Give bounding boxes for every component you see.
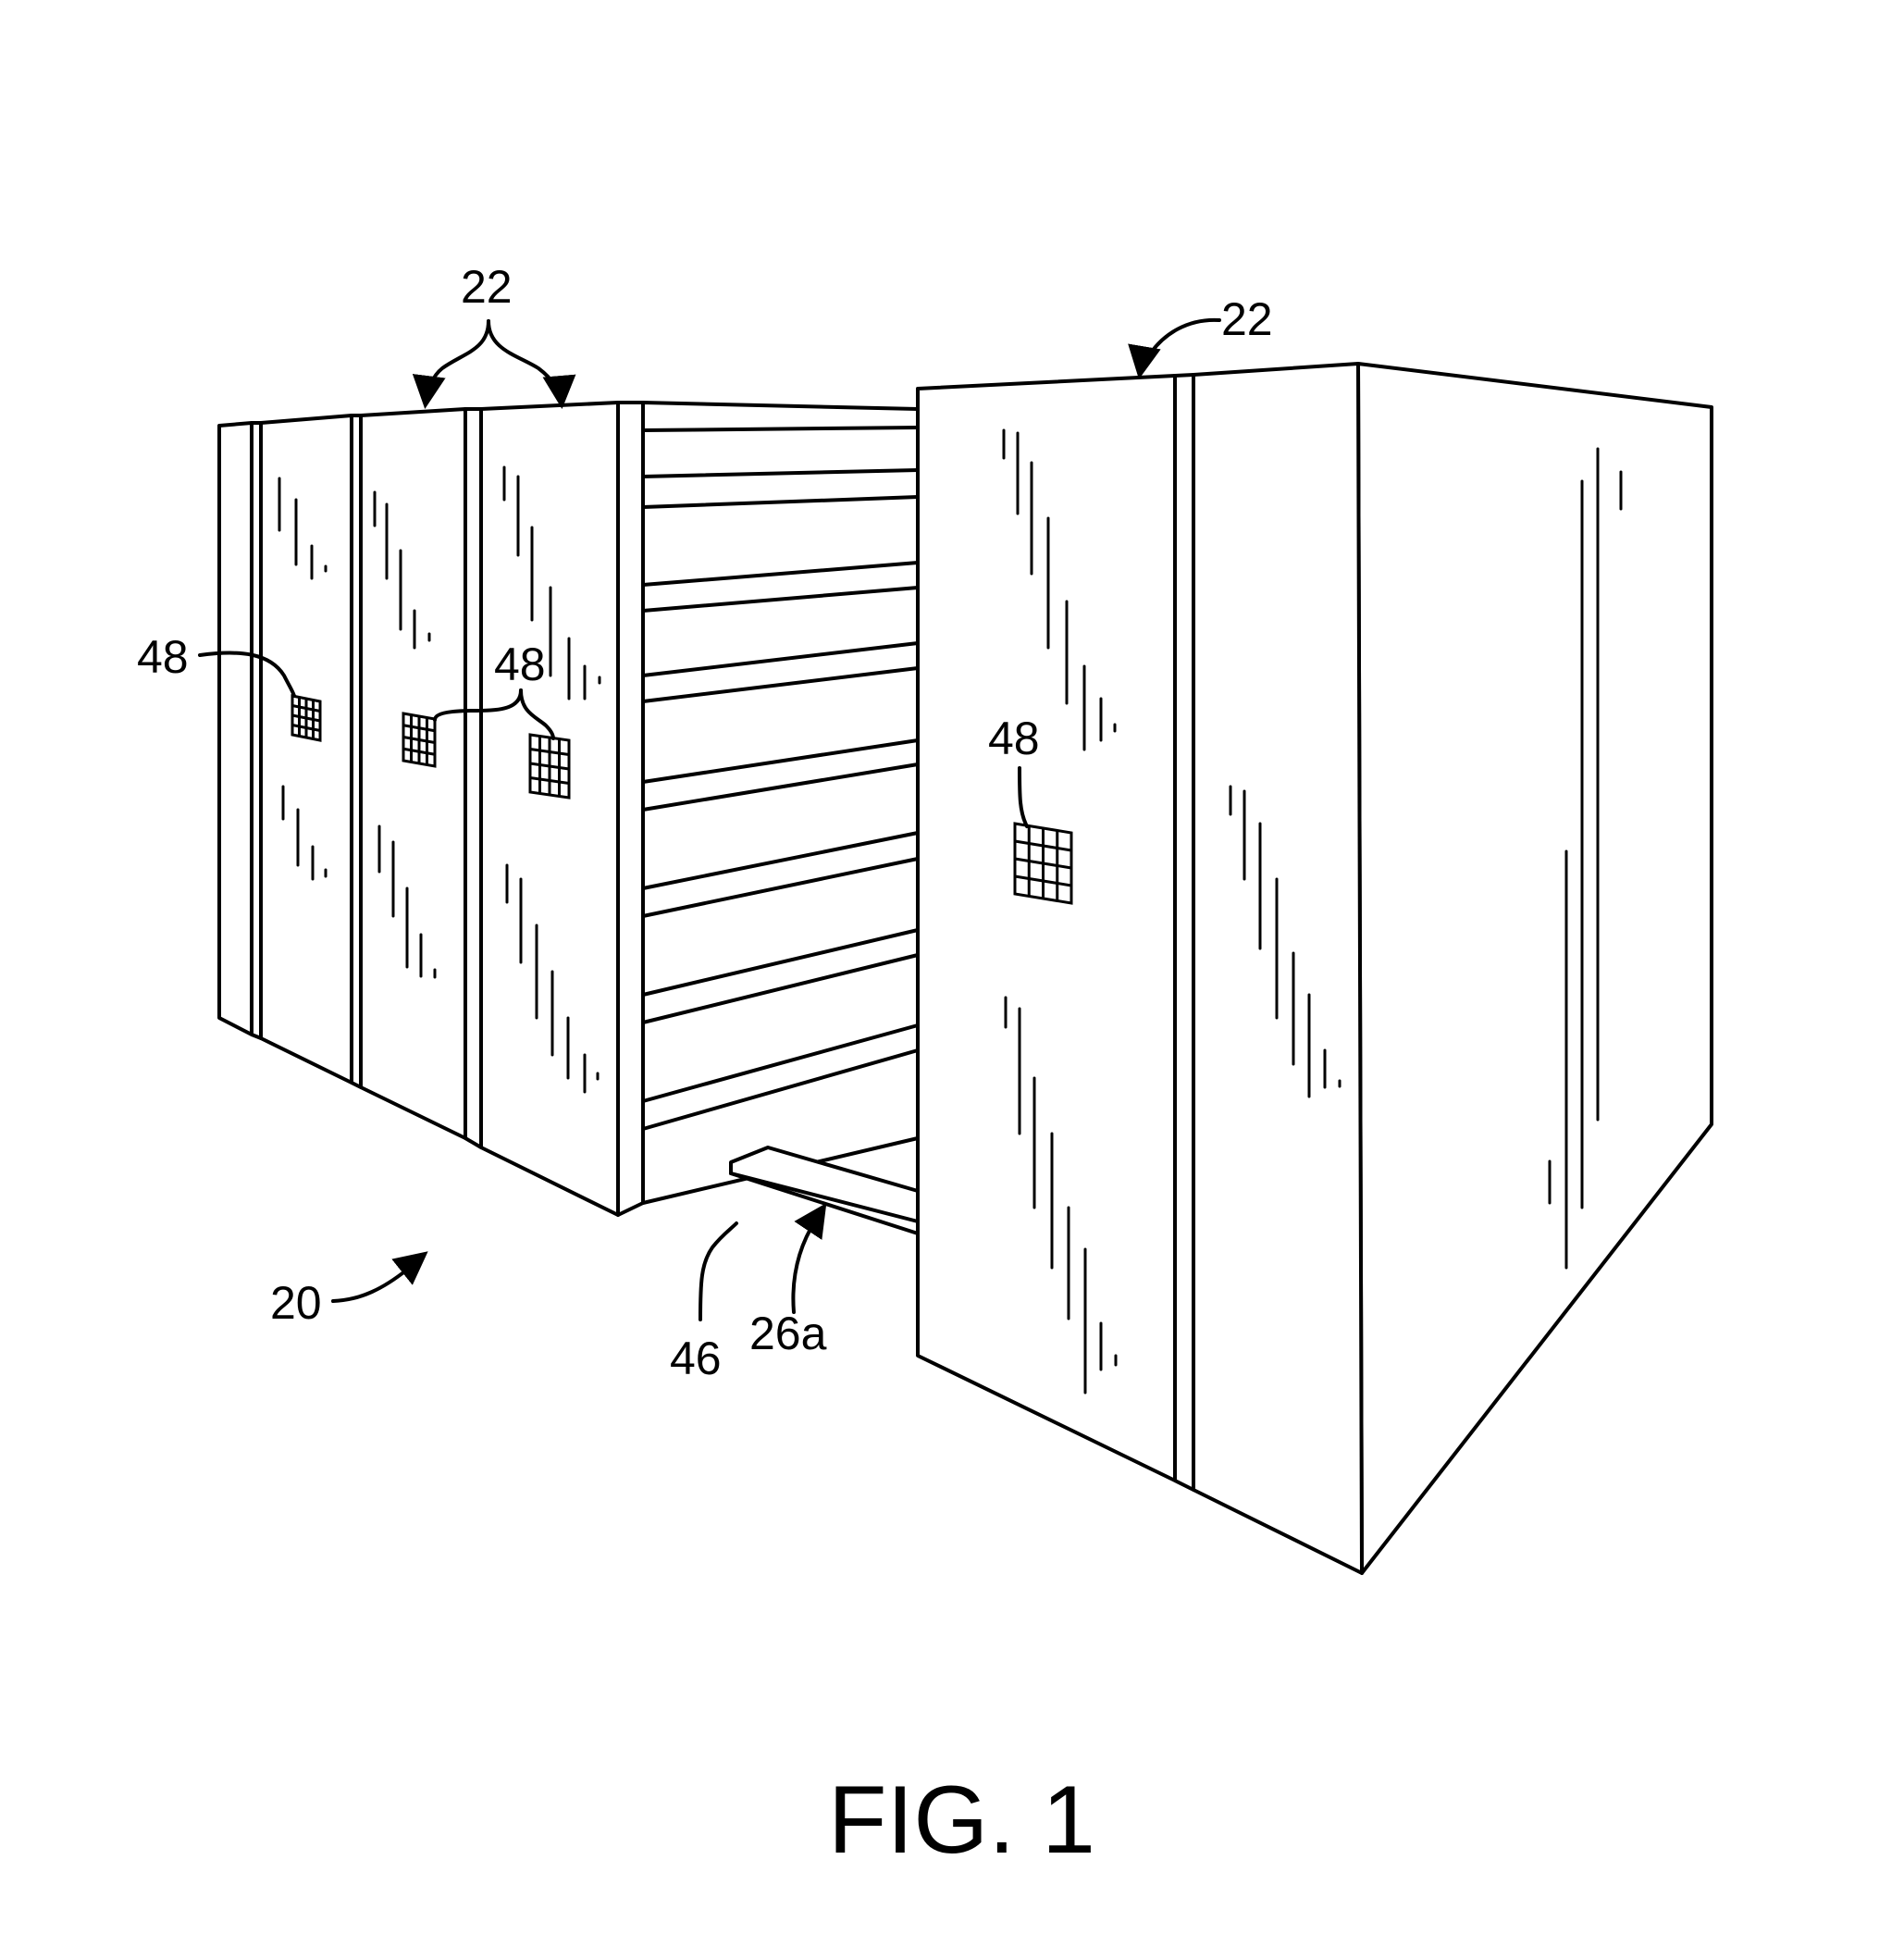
leader-22-left-a	[426, 321, 488, 403]
carriage-panel-2	[361, 409, 465, 1138]
shelving-unit	[643, 403, 918, 1203]
right-carriage-group	[918, 364, 1712, 1573]
carriage-panel-3	[481, 403, 618, 1215]
label-48-right: 48	[988, 713, 1040, 764]
label-46: 46	[670, 1333, 722, 1384]
label-26a: 26a	[749, 1308, 827, 1359]
label-22-left: 22	[461, 261, 513, 313]
carriage-edge-strip	[618, 403, 643, 1215]
carriage-panel-front	[918, 376, 1175, 1481]
separator-right	[1175, 375, 1193, 1490]
label-48-middle: 48	[494, 638, 546, 690]
end-panel-side	[1358, 364, 1712, 1573]
leader-46	[700, 1223, 736, 1320]
figure-caption: FIG. 1	[828, 1767, 1095, 1874]
marker-grid-3	[530, 735, 569, 798]
separator-1	[252, 423, 261, 1038]
leader-26a	[793, 1208, 823, 1312]
leader-22-right	[1140, 320, 1219, 374]
carriage-panel-1	[261, 415, 352, 1083]
marker-grid-2	[403, 713, 435, 766]
label-48-left: 48	[137, 631, 189, 683]
marker-grid-1	[292, 696, 320, 740]
separator-3	[465, 409, 481, 1147]
end-panel-left	[219, 423, 252, 1035]
leader-22-left-b	[488, 321, 562, 403]
separator-2	[352, 415, 361, 1087]
marker-grid-4	[1015, 824, 1071, 903]
label-20: 20	[270, 1277, 322, 1329]
label-22-right: 22	[1221, 293, 1273, 345]
leader-20	[333, 1255, 424, 1301]
